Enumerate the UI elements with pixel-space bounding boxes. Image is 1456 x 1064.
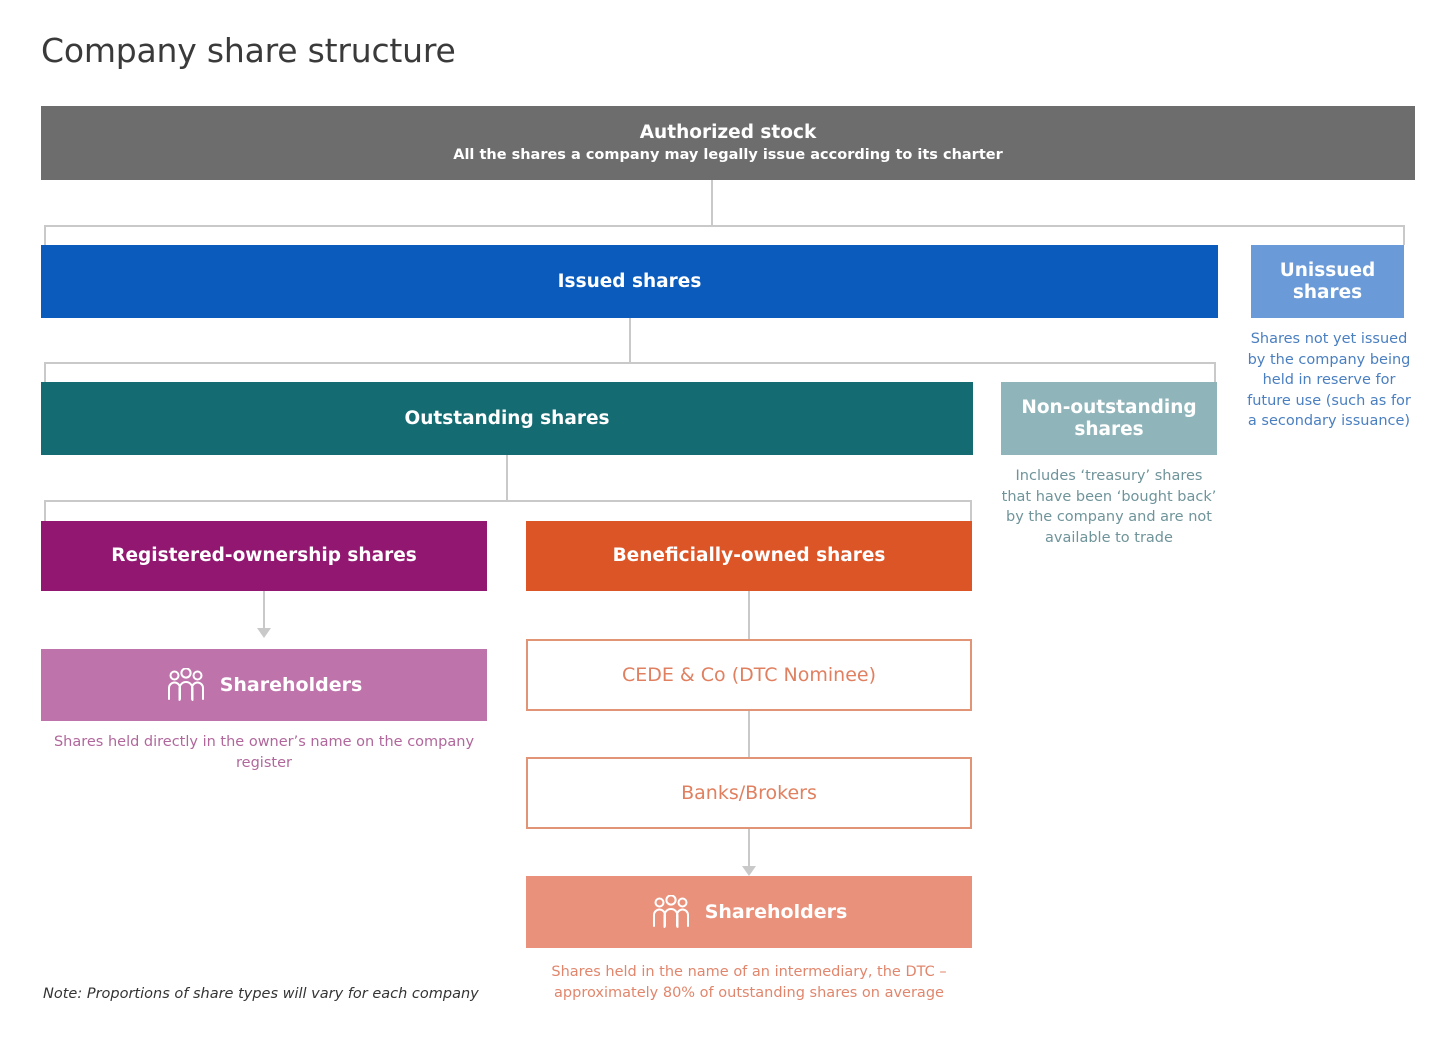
non-outstanding-shares-caption: Includes ‘treasury’ shares that have bee…: [1001, 468, 1217, 546]
issued-shares-title: Issued shares: [557, 270, 702, 292]
authorized-stock-subtitle: All the shares a company may legally iss…: [453, 146, 1003, 163]
node-beneficial-shareholders: Shareholders: [526, 876, 972, 948]
beneficial-shareholders-caption: Shares held in the name of an intermedia…: [551, 964, 947, 1001]
unissued-shares-caption: Shares not yet issued by the company bei…: [1247, 331, 1411, 430]
cede-and-co-title: CEDE & Co (DTC Nominee): [621, 663, 877, 686]
unissued-shares-title: Unissued shares: [1279, 259, 1376, 303]
connector-authorized-drop-left: [44, 225, 46, 245]
beneficially-owned-shares-title: Beneficially-owned shares: [612, 545, 886, 567]
connector-issued-drop-right: [1214, 362, 1216, 382]
node-unissued-shares: Unissued shares: [1251, 245, 1404, 318]
banks-brokers-title: Banks/Brokers: [681, 781, 817, 804]
node-authorized-stock: Authorized stock All the shares a compan…: [41, 106, 1415, 180]
connector-banks-to-shareholders: [748, 829, 750, 867]
connector-authorized-stem: [711, 180, 713, 226]
people-icon: [167, 668, 204, 701]
node-registered-shareholders: Shareholders: [41, 649, 487, 721]
connector-authorized-bus: [44, 225, 1405, 227]
authorized-stock-title: Authorized stock: [639, 121, 817, 143]
people-icon: [652, 895, 689, 928]
connector-outstanding-drop-right: [970, 500, 972, 521]
connector-outstanding-stem: [506, 455, 508, 502]
node-registered-ownership-shares: Registered-ownership shares: [41, 521, 487, 591]
connector-cede-to-banks: [748, 711, 750, 757]
outstanding-shares-title: Outstanding shares: [404, 407, 610, 429]
connector-issued-drop-left: [44, 362, 46, 382]
registered-ownership-shares-title: Registered-ownership shares: [111, 545, 417, 567]
connector-authorized-drop-right: [1403, 225, 1405, 245]
node-outstanding-shares: Outstanding shares: [41, 382, 973, 455]
connector-issued-stem: [629, 318, 631, 364]
connector-issued-bus: [44, 362, 1216, 364]
arrow-head-icon-registered: [257, 628, 271, 638]
footnote: Note: Proportions of share types will va…: [43, 986, 479, 1002]
registered-shareholders-title: Shareholders: [219, 673, 363, 696]
arrow-head-icon-banks: [742, 866, 756, 876]
node-non-outstanding-shares: Non-outstanding shares: [1001, 382, 1217, 455]
node-cede-and-co: CEDE & Co (DTC Nominee): [526, 639, 972, 711]
node-issued-shares: Issued shares: [41, 245, 1218, 318]
connector-beneficial-to-cede: [748, 591, 750, 639]
non-outstanding-shares-title: Non-outstanding shares: [1021, 396, 1197, 440]
connector-outstanding-bus: [44, 500, 972, 502]
beneficial-shareholders-title: Shareholders: [704, 900, 848, 923]
page-title: Company share structure: [41, 31, 456, 70]
node-banks-brokers: Banks/Brokers: [526, 757, 972, 829]
node-beneficially-owned-shares: Beneficially-owned shares: [526, 521, 972, 591]
registered-shareholders-caption: Shares held directly in the owner’s name…: [53, 734, 475, 771]
connector-outstanding-drop-left: [44, 500, 46, 521]
connector-registered-to-shareholders: [263, 591, 265, 629]
